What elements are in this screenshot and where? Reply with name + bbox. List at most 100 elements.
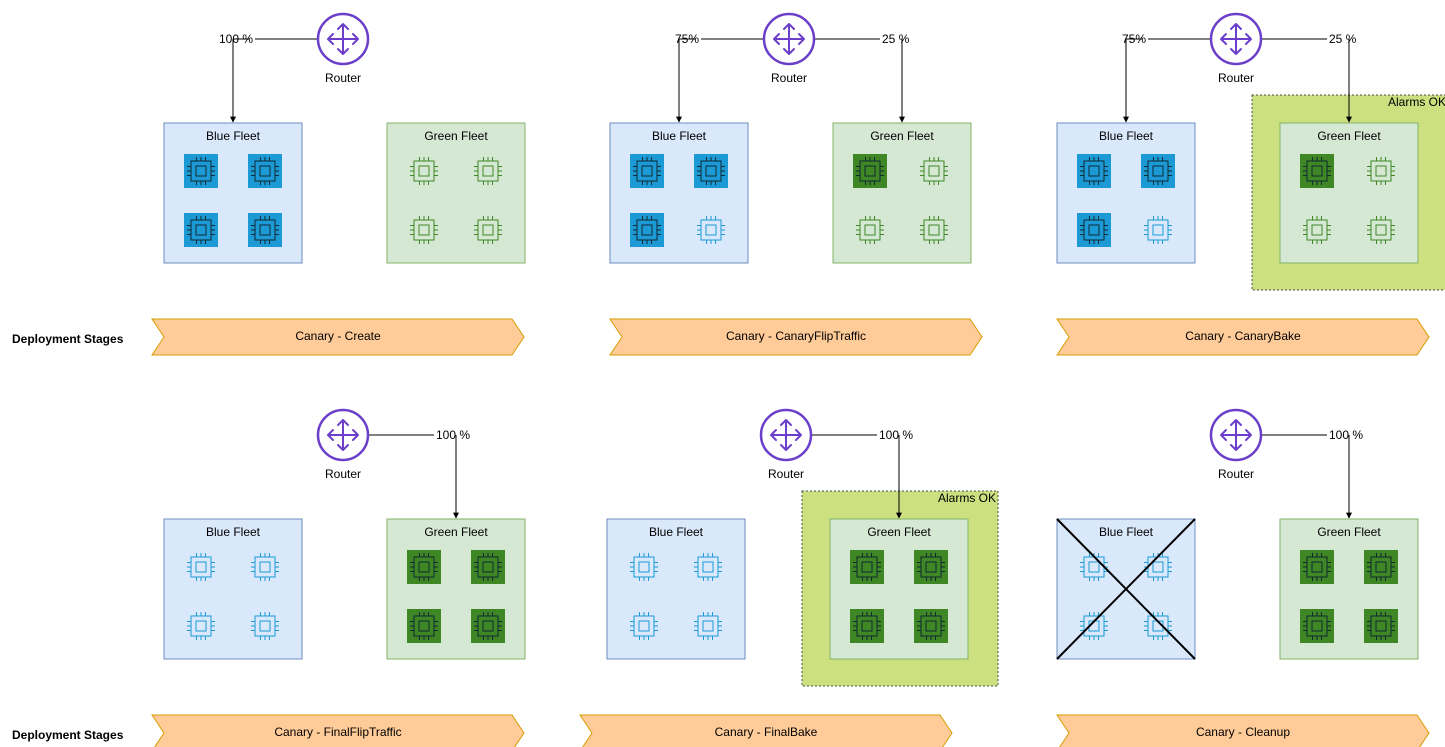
- server-idle-icon-blue: [187, 553, 215, 581]
- server-active-icon-green: [1364, 550, 1398, 584]
- server-active-icon-green: [914, 550, 948, 584]
- server-idle-icon-blue: [187, 612, 215, 640]
- green-fleet-title: Green Fleet: [424, 525, 488, 539]
- retired-cross: [1056, 518, 1196, 660]
- alarm-label: Alarms OK: [1388, 95, 1445, 109]
- server-idle-icon-blue: [694, 553, 722, 581]
- server-active-icon-green: [1364, 609, 1398, 643]
- traffic-right-percent: 100 %: [879, 428, 913, 442]
- router-icon: [759, 408, 813, 462]
- row-label-bottom: Deployment Stages: [12, 728, 124, 742]
- server-idle-icon-blue: [251, 553, 279, 581]
- blue-fleet-title: Blue Fleet: [652, 129, 707, 143]
- router-label: Router: [1218, 71, 1254, 85]
- server-idle-icon-green: [1367, 216, 1395, 244]
- blue-fleet: Blue Fleet: [163, 518, 303, 660]
- router-icon: [316, 12, 370, 66]
- stage-label: Canary - FinalFlipTraffic: [274, 725, 401, 739]
- server-active-icon-blue: [1077, 213, 1111, 247]
- router-icon: [762, 12, 816, 66]
- server-idle-icon-blue: [1144, 612, 1172, 640]
- stage-banner: Canary - CanaryFlipTraffic: [609, 318, 983, 356]
- server-active-icon-blue: [694, 154, 728, 188]
- server-idle-icon-blue: [630, 553, 658, 581]
- server-active-icon-green: [850, 609, 884, 643]
- blue-fleet-title: Blue Fleet: [206, 129, 261, 143]
- traffic-right-percent: 25 %: [1329, 32, 1357, 46]
- server-idle-icon-blue: [697, 216, 725, 244]
- green-fleet-title: Green Fleet: [1317, 525, 1381, 539]
- server-idle-icon-green: [920, 157, 948, 185]
- server-idle-icon-green: [856, 216, 884, 244]
- router-icon: [1209, 408, 1263, 462]
- server-idle-icon-green: [1303, 216, 1331, 244]
- server-active-icon-blue: [630, 213, 664, 247]
- router-label: Router: [1218, 467, 1254, 481]
- stage-label: Canary - Cleanup: [1196, 725, 1290, 739]
- stage-banner: Canary - Create: [151, 318, 525, 356]
- green-fleet-title: Green Fleet: [1317, 129, 1381, 143]
- server-active-icon-green: [471, 550, 505, 584]
- router-icon: [1209, 12, 1263, 66]
- server-active-icon-green: [471, 609, 505, 643]
- router-label: Router: [325, 71, 361, 85]
- server-idle-icon-green: [410, 216, 438, 244]
- green-fleet: Green Fleet: [829, 518, 969, 660]
- server-active-icon-green: [914, 609, 948, 643]
- traffic-right-percent: 100 %: [1329, 428, 1363, 442]
- server-active-icon-green: [1300, 609, 1334, 643]
- server-active-icon-blue: [184, 213, 218, 247]
- stage-label: Canary - CanaryBake: [1185, 329, 1301, 343]
- green-fleet: Green Fleet: [386, 518, 526, 660]
- server-active-icon-blue: [630, 154, 664, 188]
- router-label: Router: [768, 467, 804, 481]
- deployment-panel: Alarms OK Blue Fleet Green Fleet 100 % Route…: [579, 408, 999, 747]
- stage-banner: Canary - CanaryBake: [1056, 318, 1430, 356]
- server-active-icon-blue: [248, 213, 282, 247]
- stage-banner: Canary - Cleanup: [1056, 714, 1430, 747]
- green-fleet: Green Fleet: [386, 122, 526, 264]
- server-idle-icon-green: [474, 157, 502, 185]
- blue-fleet: Blue Fleet: [163, 122, 303, 264]
- server-idle-icon-blue: [694, 612, 722, 640]
- green-fleet: Green Fleet: [1279, 122, 1419, 264]
- stage-label: Canary - FinalBake: [715, 725, 818, 739]
- router-icon: [316, 408, 370, 462]
- server-idle-icon-blue: [251, 612, 279, 640]
- blue-fleet: Blue Fleet: [606, 518, 746, 660]
- server-active-icon-blue: [184, 154, 218, 188]
- green-fleet-title: Green Fleet: [870, 129, 934, 143]
- server-active-icon-blue: [1077, 154, 1111, 188]
- stage-banner: Canary - FinalFlipTraffic: [151, 714, 525, 747]
- server-active-icon-green: [1300, 154, 1334, 188]
- server-active-icon-green: [1300, 550, 1334, 584]
- server-idle-icon-green: [410, 157, 438, 185]
- traffic-right-percent: 100 %: [436, 428, 470, 442]
- green-fleet: Green Fleet: [832, 122, 972, 264]
- server-idle-icon-green: [474, 216, 502, 244]
- server-active-icon-blue: [1141, 154, 1175, 188]
- blue-fleet-title: Blue Fleet: [1099, 129, 1154, 143]
- server-active-icon-green: [407, 550, 441, 584]
- traffic-right-percent: 25 %: [882, 32, 910, 46]
- stage-label: Canary - Create: [295, 329, 381, 343]
- server-idle-icon-green: [1367, 157, 1395, 185]
- green-fleet: Green Fleet: [1279, 518, 1419, 660]
- server-idle-icon-blue: [630, 612, 658, 640]
- green-fleet-title: Green Fleet: [867, 525, 931, 539]
- server-active-icon-green: [850, 550, 884, 584]
- green-fleet-title: Green Fleet: [424, 129, 488, 143]
- blue-fleet-title: Blue Fleet: [1099, 525, 1154, 539]
- blue-fleet-title: Blue Fleet: [649, 525, 704, 539]
- server-active-icon-green: [853, 154, 887, 188]
- blue-fleet-title: Blue Fleet: [206, 525, 261, 539]
- server-active-icon-green: [407, 609, 441, 643]
- alarm-label: Alarms OK: [938, 491, 996, 505]
- blue-fleet: Blue Fleet: [1056, 518, 1196, 660]
- row-label-top: Deployment Stages: [12, 332, 124, 346]
